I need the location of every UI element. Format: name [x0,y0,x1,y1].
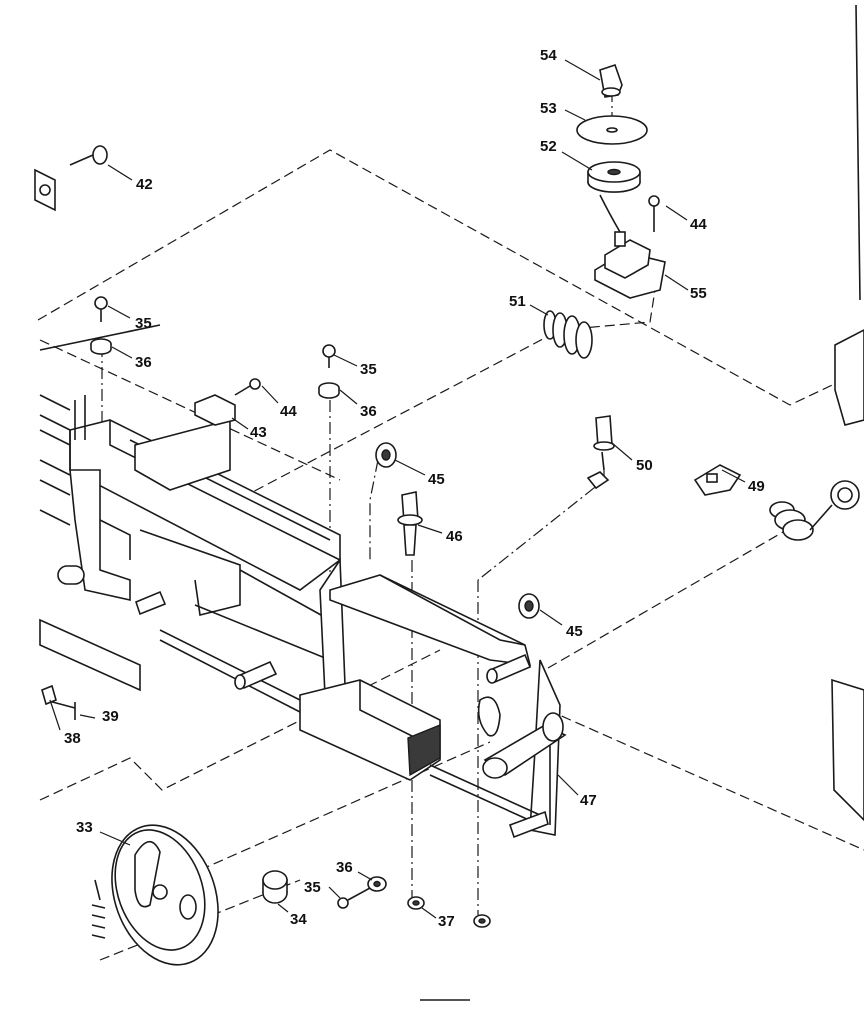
callout-36-left: 36 [135,354,152,371]
callout-50: 50 [636,457,653,474]
switch-assembly [576,63,666,299]
callout-36-lower: 36 [336,859,353,876]
callout-33: 33 [76,819,93,836]
shafts-and-pins [57,565,567,839]
part-49-clip [693,464,742,496]
callout-44-mid: 44 [280,403,297,420]
right-spring-assembly [769,480,860,541]
callout-43: 43 [250,424,267,441]
callout-labels: 54 53 52 44 55 42 51 35 36 35 36 44 43 4… [64,47,765,930]
callout-35-left: 35 [135,315,152,332]
callout-51: 51 [509,293,526,310]
part-42-screw-assembly [34,145,108,212]
callout-45-lower: 45 [566,623,583,640]
callout-44-top: 44 [690,216,707,233]
part-33-pulley [91,824,219,966]
callout-47: 47 [580,792,597,809]
part-38-39-strip [39,618,141,720]
callout-36-mid: 36 [360,403,377,420]
callout-55: 55 [690,285,707,302]
callout-46: 46 [446,528,463,545]
rollers-45 [375,442,540,619]
callout-53: 53 [540,100,557,117]
callout-39: 39 [102,708,119,725]
callout-45-upper: 45 [428,471,445,488]
main-frame [39,324,561,836]
callout-34: 34 [290,911,307,928]
callout-42: 42 [136,176,153,193]
screws-and-bushings [90,296,340,426]
lower-small-parts [262,870,491,1001]
callout-35-lower: 35 [304,879,321,896]
callout-49: 49 [748,478,765,495]
callout-52: 52 [540,138,557,155]
callout-38: 38 [64,730,81,747]
right-edge-parts [831,4,864,822]
callout-37: 37 [438,913,455,930]
callout-leader-lines [49,59,746,919]
pins-46-50 [397,415,615,556]
callout-54: 54 [540,47,557,64]
part-51-spring [543,310,593,359]
callout-35-mid: 35 [360,361,377,378]
